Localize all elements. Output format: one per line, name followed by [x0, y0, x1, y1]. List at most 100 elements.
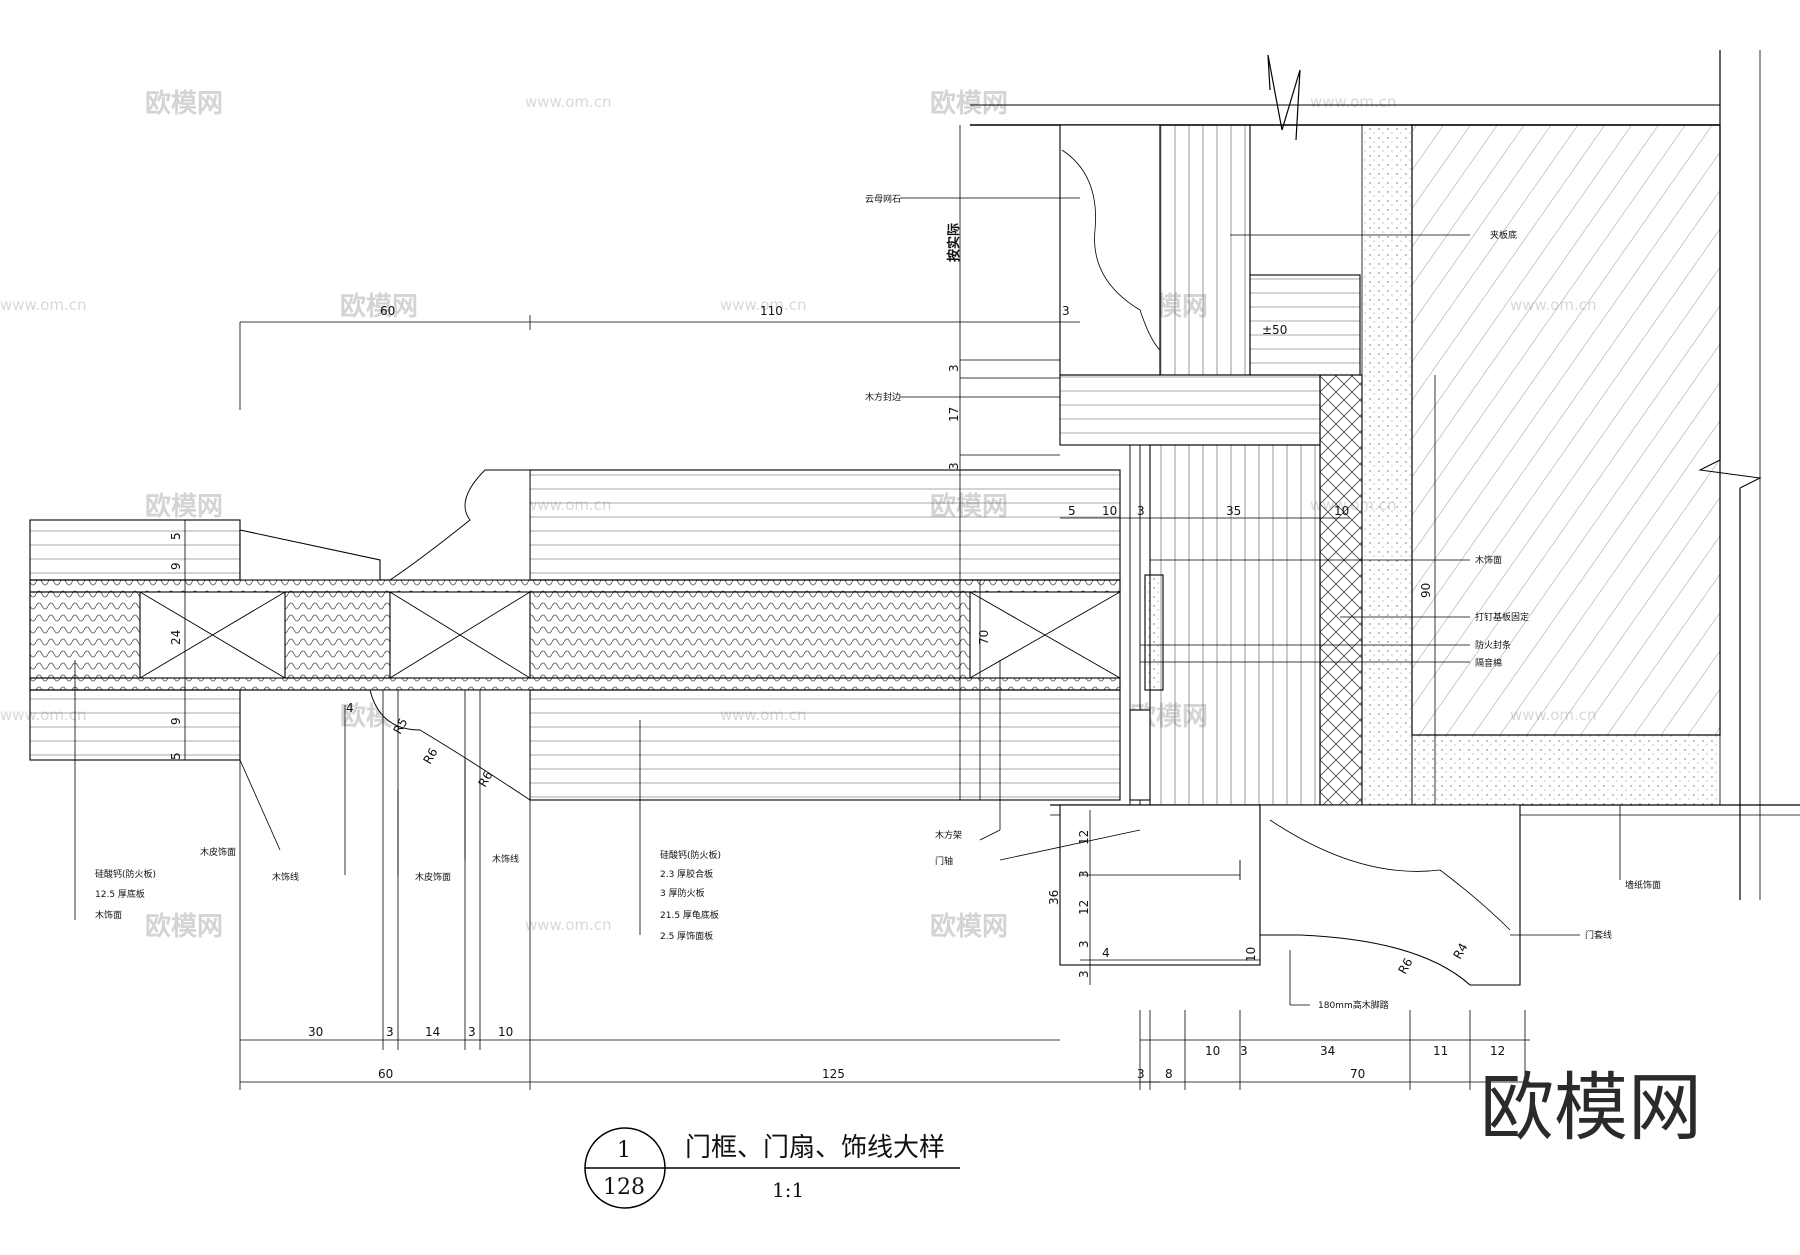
- dim-5-left-b: 5: [169, 752, 183, 760]
- dim-36-lower: 36: [1047, 890, 1061, 905]
- dim-90-right: 90: [1419, 583, 1433, 598]
- dim-110-top: 110: [760, 304, 783, 318]
- break-line: [1267, 54, 1301, 141]
- dim-8-br2: 8: [1165, 1067, 1173, 1081]
- note-vertical-label: 按实际: [946, 223, 962, 262]
- dim-60-bottom: 60: [378, 1067, 393, 1081]
- dim-24-left: 24: [169, 630, 183, 645]
- watermark-logo: 欧模网: [145, 491, 223, 522]
- note-center-list-3: 3 厚防火板: [660, 887, 705, 899]
- plaster-layer: [1361, 124, 1413, 806]
- wood-sealing-strip: [1059, 374, 1321, 446]
- watermark-url: www.om.cn: [525, 93, 612, 111]
- radius-r6: R6: [420, 746, 440, 767]
- note-sound-insulation: 隔音棉: [1475, 657, 1502, 669]
- radius-r6-c: R6: [1395, 956, 1415, 977]
- note-wood-frame: 木方架: [935, 829, 962, 841]
- hinge: [1129, 709, 1151, 801]
- note-nailed-board: 打钉基板固定: [1475, 611, 1529, 623]
- watermark-url: www.om.cn: [1310, 93, 1397, 111]
- watermark-logo: 欧模网: [340, 291, 418, 322]
- title-block: 1 128 门框、门扇、饰线大样 1:1: [584, 1127, 960, 1209]
- note-center-list-1: 硅酸钙(防火板): [660, 849, 721, 861]
- dim-60-top: 60: [380, 304, 395, 318]
- note-left-list-1: 硅酸钙(防火板): [95, 868, 156, 880]
- note-door-pivot: 门轴: [935, 855, 953, 867]
- dim-70-br2: 70: [1350, 1067, 1365, 1081]
- note-veneer: 木饰面: [1475, 554, 1502, 566]
- watermark-logo: 欧模网: [145, 88, 223, 119]
- fireproof-strip: [1319, 374, 1363, 806]
- dim-30-bottom: 30: [308, 1025, 323, 1039]
- dim-9-left: 9: [169, 562, 183, 570]
- watermark-url: www.om.cn: [525, 916, 612, 934]
- dim-10: 10: [1102, 504, 1117, 518]
- watermark-logo: 欧模网: [145, 911, 223, 942]
- dim-34-br: 34: [1320, 1044, 1335, 1058]
- dim-3-a: 3: [947, 364, 961, 372]
- dim-3-lower-c: 3: [1077, 970, 1091, 978]
- dim-pm50: ±50: [1262, 323, 1287, 337]
- door-jamb: [1059, 124, 1363, 832]
- note-skirting: 180mm高木脚踏: [1318, 999, 1389, 1011]
- dim-3-b: 3: [947, 462, 961, 470]
- dim-3-br2: 3: [1137, 1067, 1145, 1081]
- leader-lines: [74, 197, 1621, 1006]
- corner-logo: 欧模网: [1480, 1065, 1702, 1151]
- note-fire-seal: 防火封条: [1475, 639, 1511, 651]
- note-left-moulding-2: 木饰线: [492, 853, 519, 865]
- detail-number: 1: [617, 1138, 631, 1163]
- dim-3-lower: 3: [1077, 870, 1091, 878]
- dim-4-small: 4: [346, 701, 354, 715]
- door-casing: [1059, 804, 1521, 986]
- note-left-moulding: 木饰线: [272, 871, 299, 883]
- watermark-url: www.om.cn: [720, 296, 807, 314]
- dim-11-br: 11: [1433, 1044, 1448, 1058]
- dim-9-left-b: 9: [169, 717, 183, 725]
- dim-3-bottom: 3: [386, 1025, 394, 1039]
- dim-5: 5: [1068, 504, 1076, 518]
- filler-block: [1249, 274, 1361, 376]
- note-left-veneer: 木皮饰面: [200, 846, 236, 858]
- watermark-logo: 欧模网: [930, 88, 1008, 119]
- sheet-number: 128: [603, 1175, 645, 1200]
- note-left-list-3: 木饰面: [95, 909, 122, 921]
- dim-12-lower: 12: [1077, 830, 1091, 845]
- dim-3-br: 3: [1240, 1044, 1248, 1058]
- frame-core: [1149, 444, 1321, 806]
- dim-3-c: 3: [1137, 504, 1145, 518]
- dim-10-b: 10: [1334, 504, 1349, 518]
- note-stone: 云母网石: [865, 194, 901, 205]
- concrete-wall: [1411, 124, 1721, 736]
- radius-r6-b: R6: [475, 769, 495, 790]
- dim-4-lower: 4: [1102, 946, 1110, 960]
- radius-r4: R4: [1450, 941, 1470, 962]
- note-center-list-5: 2.5 厚饰面板: [660, 930, 713, 942]
- note-left-veneer-2: 木皮饰面: [415, 871, 451, 883]
- note-center-list-2: 2.3 厚胶合板: [660, 868, 713, 880]
- fire-seal: [1144, 574, 1164, 691]
- wall-section: [970, 50, 1800, 900]
- note-door-casing: 门套线: [1585, 929, 1612, 941]
- dim-35: 35: [1226, 504, 1241, 518]
- watermark-url: www.om.cn: [0, 296, 87, 314]
- note-wallpaper: 墙纸饰面: [1625, 879, 1661, 891]
- dim-3-bottom-b: 3: [468, 1025, 476, 1039]
- watermark-logo: 欧模网: [930, 911, 1008, 942]
- door-leaf: [29, 469, 1121, 801]
- note-plywood: 夹板底: [1490, 229, 1517, 241]
- stone-trim: [1059, 124, 1161, 376]
- dim-12-br: 12: [1490, 1044, 1505, 1058]
- dim-10-lower: 10: [1244, 947, 1258, 962]
- note-center-list-4: 21.5 厚龟底板: [660, 909, 719, 921]
- veneer-board: [1159, 124, 1251, 376]
- dim-10-bottom: 10: [498, 1025, 513, 1039]
- drawing-title: 门框、门扇、饰线大样: [685, 1133, 945, 1163]
- dim-17: 17: [947, 407, 961, 422]
- note-left-list-2: 12.5 厚底板: [95, 888, 145, 900]
- radius-r5: R5: [390, 716, 410, 737]
- dim-3-top: 3: [1062, 304, 1070, 318]
- dim-125-bottom: 125: [822, 1067, 845, 1081]
- note-wood-seal: 木方封边: [865, 391, 901, 403]
